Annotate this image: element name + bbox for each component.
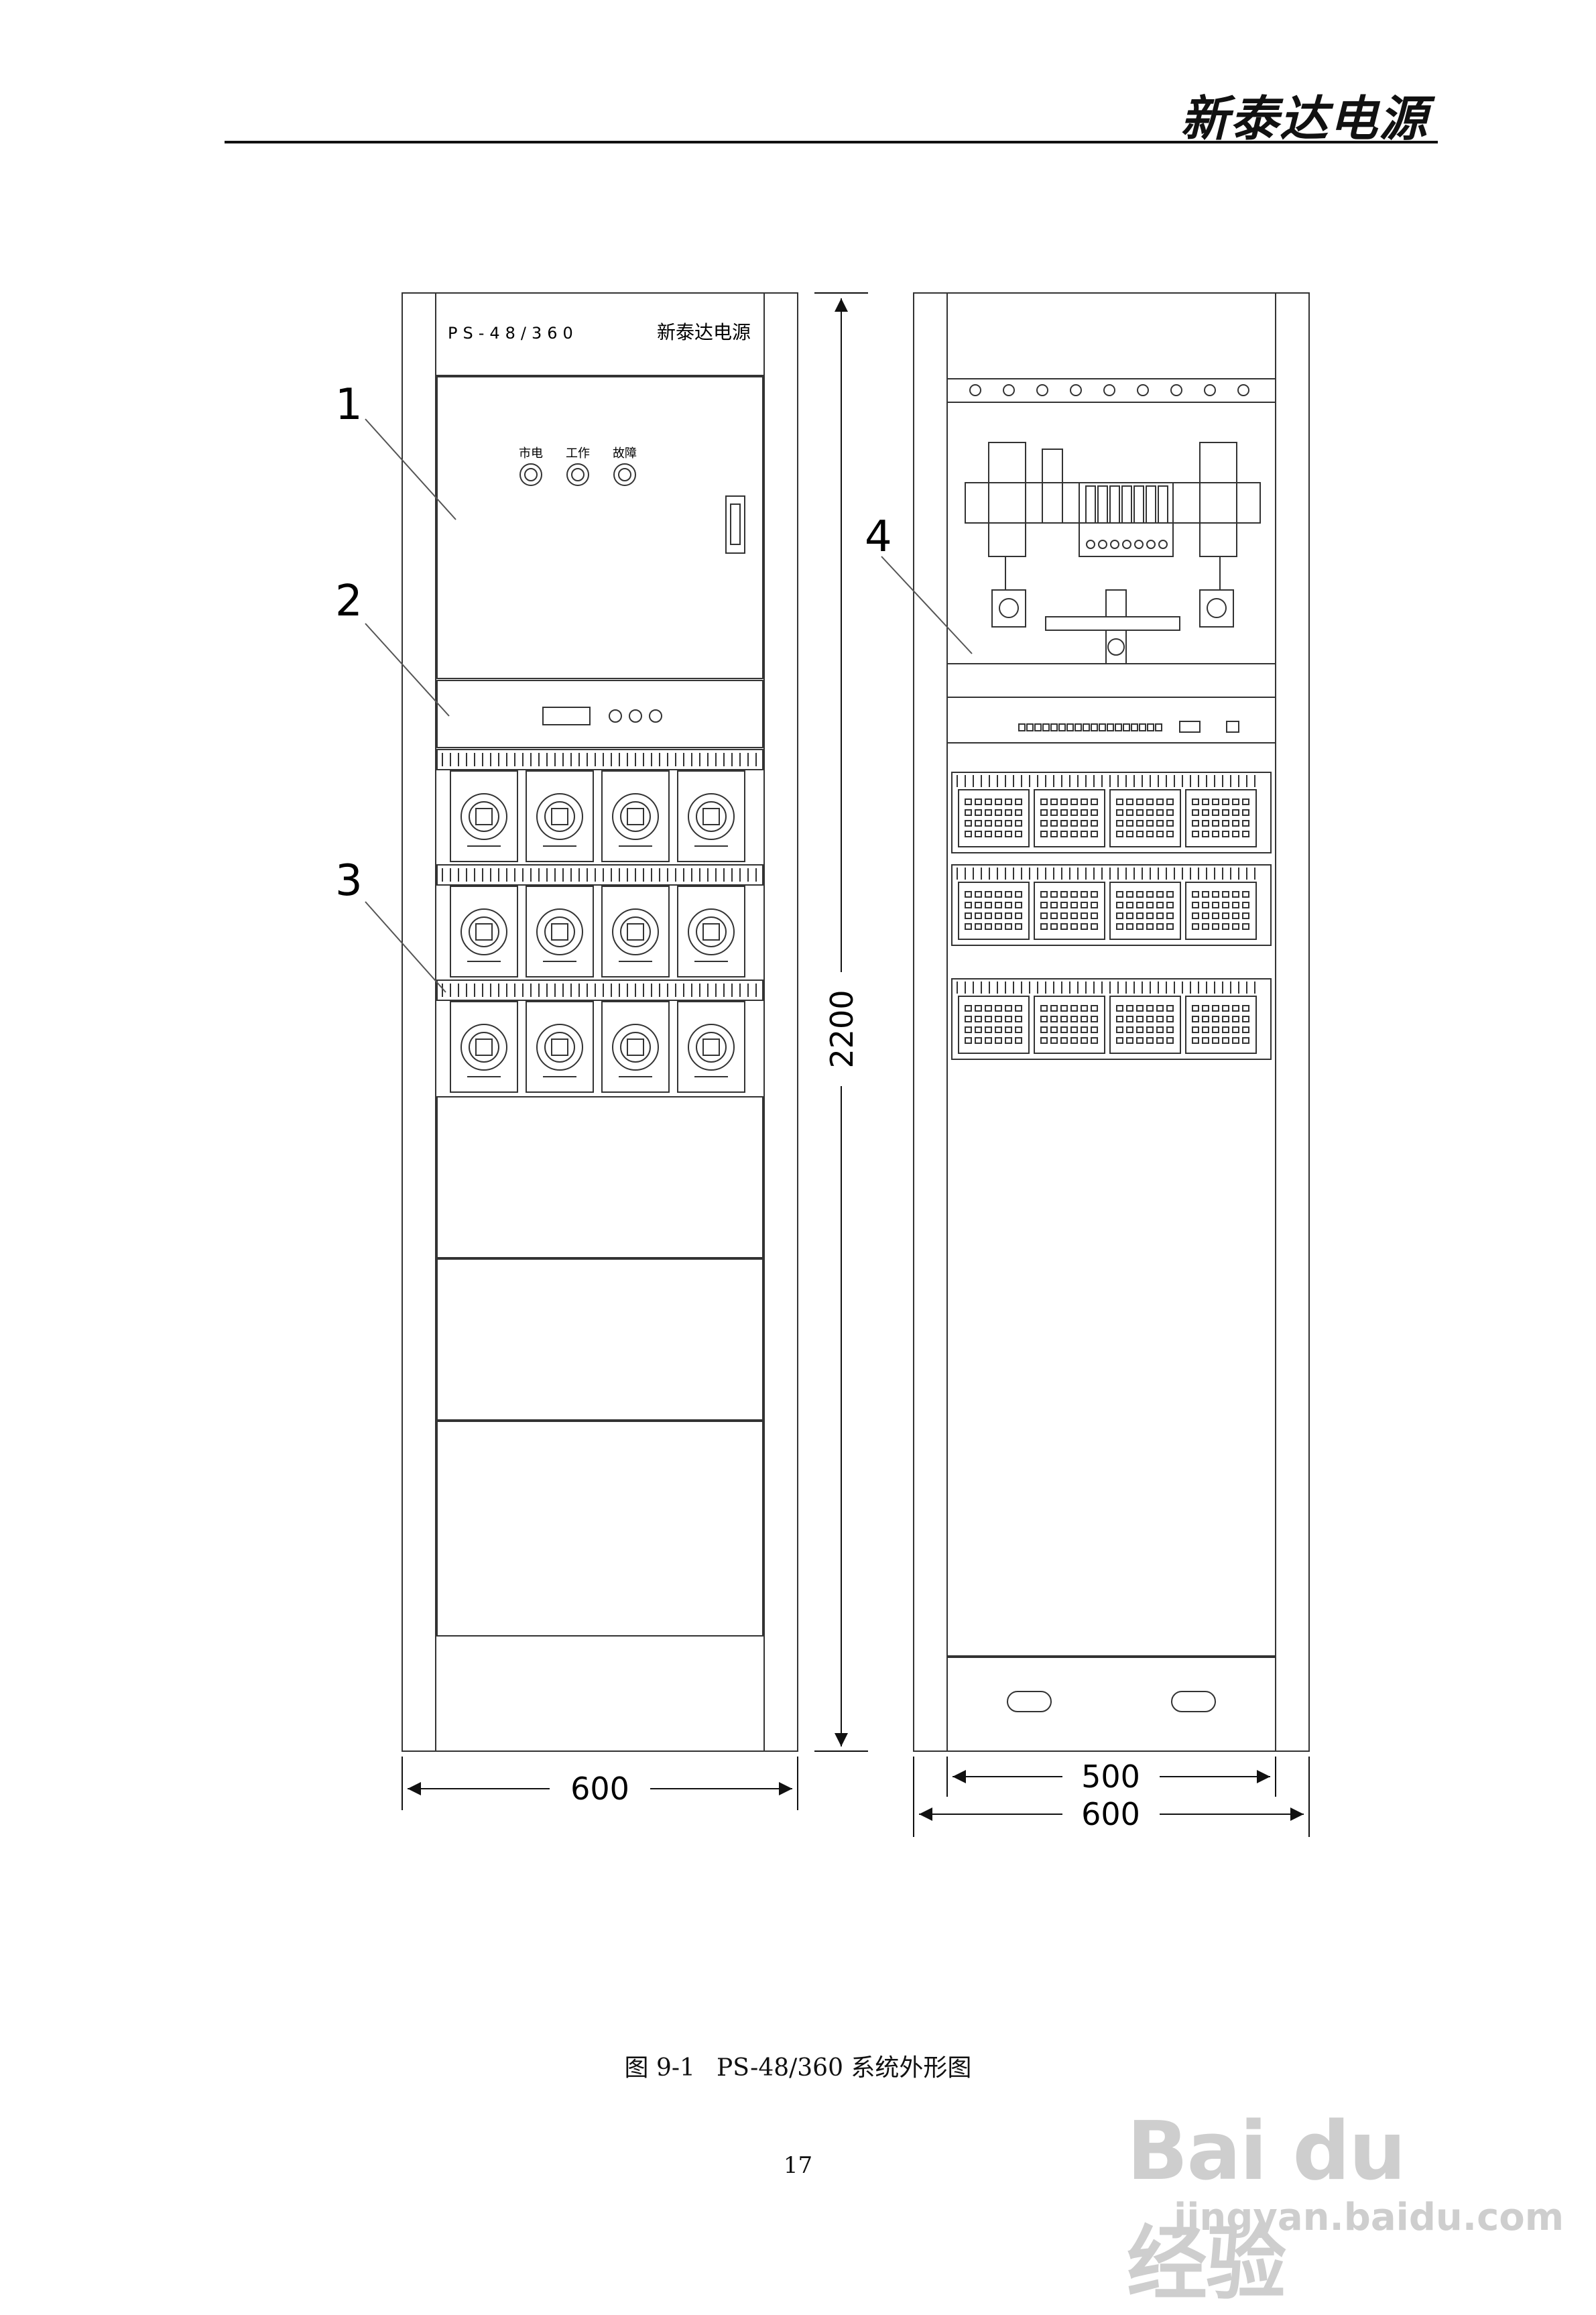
dimension-front-width: 600 — [570, 1771, 629, 1807]
dimension-height: 2200 — [824, 990, 860, 1068]
callout-leader-3 — [365, 901, 446, 993]
watermark-main: Bai du 经验 — [1127, 2105, 1406, 2311]
dimension-rear-width: 600 — [1081, 1796, 1140, 1832]
callout-3: 3 — [335, 856, 363, 906]
front-brand-label: 新泰达电源 — [657, 321, 751, 343]
callout-2: 2 — [335, 577, 363, 626]
figure-caption-title: PS-48/360 系统外形图 — [716, 2054, 972, 2082]
header-brand: 新泰达电源 — [1180, 90, 1428, 147]
callout-leader-2 — [365, 623, 450, 717]
watermark-logo: Bai du 经验 jingyan.baidu.com — [1127, 2105, 1564, 2311]
cabinet-drawing: PS-48/360 新泰达电源 市电 工作 故障 — [335, 292, 1310, 1837]
rear-cabinet — [913, 292, 1310, 1752]
figure-caption: 图 9-1 PS-48/360 系统外形图 — [0, 2048, 1596, 2083]
header-rule — [225, 141, 1438, 143]
dimension-rear-inner-width: 500 — [1081, 1759, 1140, 1795]
callout-1: 1 — [335, 380, 363, 430]
indicator-label-fault: 故障 — [613, 447, 637, 461]
callout-leader-4 — [881, 556, 973, 654]
figure-caption-label: 图 9-1 — [624, 2054, 695, 2082]
front-cabinet — [402, 292, 798, 1752]
indicator-label-work: 工作 — [566, 447, 590, 461]
indicator-label-mains: 市电 — [519, 447, 543, 461]
callout-4: 4 — [865, 512, 892, 562]
watermark-sub: jingyan.baidu.com — [1174, 2196, 1564, 2239]
page-number: 17 — [783, 2152, 813, 2179]
front-model-label: PS-48/360 — [448, 324, 578, 343]
callout-leader-1 — [365, 418, 456, 520]
